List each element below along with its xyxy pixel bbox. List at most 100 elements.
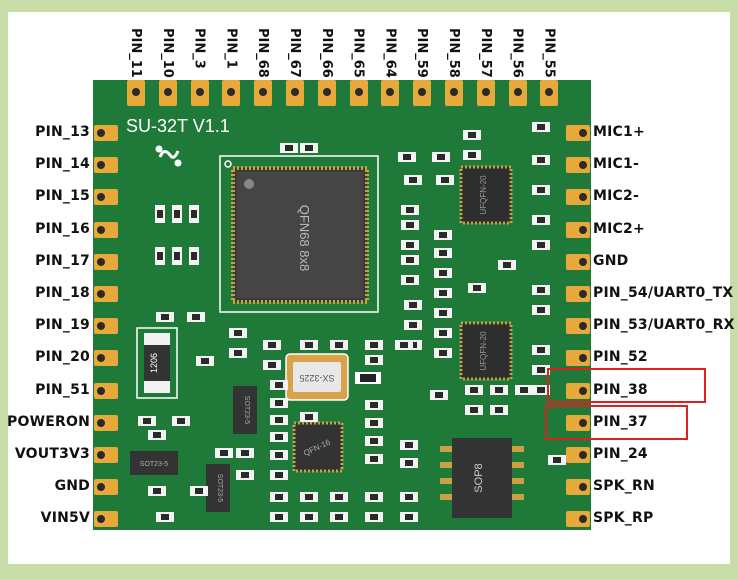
svg-text:1206: 1206	[149, 353, 159, 373]
top-pin-label: PIN_68	[255, 28, 271, 78]
smd-component	[236, 470, 254, 480]
smd-component	[465, 385, 483, 395]
smd-component	[532, 365, 550, 375]
left-pin-label: GND	[54, 478, 90, 495]
smd-component	[532, 305, 550, 315]
smd-component	[434, 348, 452, 358]
sot23-b	[130, 451, 178, 475]
smd-component	[434, 248, 452, 258]
left-pin-pad	[94, 157, 118, 174]
smd-component	[189, 205, 199, 223]
smd-component	[300, 492, 318, 502]
top-pin-pad	[445, 80, 463, 106]
right-pin-pad	[566, 157, 590, 174]
left-pin-label: POWERON	[7, 413, 90, 430]
smd-component	[236, 448, 254, 458]
right-pin-pad	[566, 350, 590, 367]
smd-component	[532, 240, 550, 250]
smd-component	[401, 240, 419, 250]
left-pin-label: VIN5V	[40, 510, 90, 527]
right-pin-pad	[566, 189, 590, 206]
smd-component	[189, 247, 199, 265]
right-pin-pad	[566, 511, 590, 528]
smd-component	[532, 122, 550, 132]
smd-component	[215, 448, 233, 458]
board-title: SU-32T V1.1	[126, 116, 230, 136]
smd-component	[434, 268, 452, 278]
top-pin-pad	[508, 80, 527, 106]
smd-component	[270, 492, 288, 502]
smd-component	[401, 255, 419, 265]
ic-ufqfn-mid	[459, 321, 513, 381]
smd-component	[548, 455, 566, 465]
top-pin-pad	[158, 80, 177, 106]
smd-component	[532, 215, 550, 225]
right-pin-pad	[566, 447, 590, 463]
right-pin-label: MIC1+	[593, 124, 645, 140]
smd-component	[434, 308, 452, 318]
smd-component	[148, 430, 166, 440]
smd-component	[263, 340, 281, 350]
smd-component	[155, 247, 165, 265]
smd-component	[532, 385, 550, 395]
svg-text:SOT23-5: SOT23-5	[243, 396, 250, 425]
top-pin-pad	[286, 80, 304, 106]
left-pin-label: PIN_51	[35, 381, 90, 398]
top-pin-label: PIN_58	[446, 28, 461, 78]
smd-component	[404, 320, 422, 330]
sop8-chip	[452, 438, 512, 518]
smd-component	[365, 454, 383, 464]
smd-component	[270, 432, 288, 442]
left-pin-pad	[94, 286, 118, 302]
smd-component	[436, 175, 454, 185]
smd-component	[532, 185, 550, 195]
right-pin-label: PIN_38	[593, 381, 648, 398]
left-pin-pad	[94, 511, 118, 528]
left-pin-label: PIN_20	[35, 349, 90, 366]
right-pin-pad	[566, 479, 590, 496]
left-pin-pad	[94, 125, 118, 141]
smd-component	[498, 260, 516, 270]
left-pin-label: VOUT3V3	[14, 446, 90, 462]
top-pin-label: PIN_3	[191, 28, 207, 69]
left-pin-pad	[94, 318, 118, 335]
svg-text:SOT23-5: SOT23-5	[140, 461, 169, 468]
smd-component	[400, 458, 418, 468]
left-pin-label: PIN_15	[35, 188, 90, 205]
smd-component	[300, 143, 318, 153]
smd-component	[229, 348, 247, 358]
right-pin-pad	[566, 125, 590, 141]
smd-component	[400, 512, 418, 522]
smd-component	[155, 205, 165, 223]
smd-component	[365, 512, 383, 522]
right-pin-pad	[566, 221, 590, 238]
left-pin-pad	[94, 414, 118, 431]
smd-component	[490, 385, 508, 395]
top-pin-label: PIN_1	[223, 28, 239, 69]
top-pin-label: PIN_10	[159, 28, 175, 78]
svg-text:SX-3225: SX-3225	[299, 373, 334, 383]
smd-component	[138, 416, 156, 426]
smd-component	[172, 416, 190, 426]
main-chip-outline	[219, 155, 379, 313]
smd-component	[468, 283, 486, 293]
smd-component	[172, 205, 182, 223]
highlight-pin-37	[545, 405, 688, 440]
smd-component	[156, 312, 174, 322]
smd-component	[463, 130, 481, 140]
top-pin-pad	[190, 80, 209, 106]
left-pin-label: PIN_17	[35, 252, 90, 269]
smd-component	[270, 512, 288, 522]
ic-ufqfn-top	[459, 165, 513, 225]
smd-component	[432, 152, 450, 162]
left-pin-pad	[94, 382, 118, 399]
left-pin-pad	[94, 189, 118, 206]
left-pin-label: PIN_18	[35, 285, 90, 301]
right-pin-label: PIN_54/UART0_TX	[593, 285, 734, 301]
smd-component	[365, 436, 383, 446]
top-pin-pad	[413, 80, 432, 106]
top-pin-label: PIN_64	[382, 28, 398, 78]
smd-component	[532, 285, 550, 295]
smd-component	[401, 205, 419, 215]
